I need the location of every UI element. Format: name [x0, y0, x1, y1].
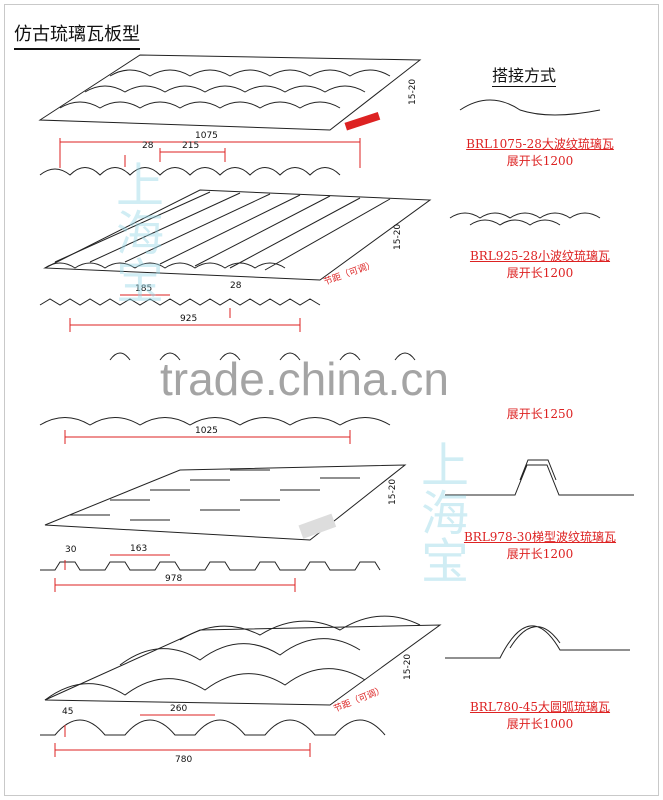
- dim-5-width: 780: [175, 755, 192, 765]
- watermark-cn-1: 上海宝: [107, 160, 163, 304]
- profile-name: BRL925-28小波纹琉璃瓦: [469, 249, 611, 263]
- lap-profile-1: [459, 99, 601, 116]
- dim-5-note: 节距（可调）: [332, 684, 386, 714]
- dim-4-overlap: 15-20: [388, 479, 398, 505]
- profile-label-1: BRL1075-28大波纹琉璃瓦展开长1200: [440, 135, 640, 169]
- dim-5-pitch: 260: [170, 704, 187, 714]
- dim-4-width: 978: [165, 574, 182, 584]
- dim-3-width: 1025: [195, 426, 218, 436]
- roof-drawing-4: [44, 464, 407, 541]
- dim-2-height: 28: [230, 281, 242, 291]
- roof-drawing-1: [38, 54, 422, 131]
- profile-label-2: BRL925-28小波纹琉璃瓦展开长1200: [440, 247, 640, 281]
- dim-2-pitch: 185: [135, 284, 152, 294]
- unfold-length: 展开长1000: [506, 717, 574, 731]
- profile-label-5: BRL780-45大圆弧琉璃瓦展开长1000: [440, 698, 640, 732]
- profile-name: BRL780-45大圆弧琉璃瓦: [469, 700, 611, 714]
- unfold-length: 展开长1250: [506, 407, 574, 421]
- unfold-length: 展开长1200: [506, 547, 574, 561]
- dim-5-height: 45: [62, 707, 73, 717]
- dim-5-overlap: 15-20: [403, 654, 413, 680]
- profile-1: [39, 167, 341, 176]
- page-title: 仿古琉璃瓦板型: [14, 20, 140, 50]
- profile-name: BRL978-30梯型波纹琉璃瓦: [463, 530, 617, 544]
- roof-drawing-5: [44, 615, 442, 706]
- watermark: trade.china.cn: [160, 353, 449, 405]
- dim-2-width: 925: [180, 314, 197, 324]
- dim-1-overlap: 15-20: [408, 79, 418, 105]
- profile-2: [39, 298, 321, 306]
- profile-name: BRL1075-28大波纹琉璃瓦: [466, 137, 614, 151]
- lap-profile-4: [445, 459, 634, 496]
- dim-1-pitch: 215: [182, 141, 199, 151]
- watermark-cn-2: 上海宝: [412, 440, 468, 584]
- profile-3: [39, 417, 391, 426]
- profile-4: [40, 561, 381, 571]
- dim-1-width: 1075: [195, 131, 218, 141]
- dim-4-pitch: 163: [130, 544, 147, 554]
- dim-4-height: 30: [65, 545, 77, 555]
- roof-drawing-2: [43, 189, 432, 281]
- lap-profile-5: [445, 625, 630, 659]
- unfold-length: 展开长1200: [506, 266, 574, 280]
- roof-drawing-3: [109, 352, 416, 361]
- profile-label-3: 展开长1250: [440, 405, 640, 422]
- dim-2-overlap: 15-20: [393, 224, 403, 250]
- dim-1-height: 28: [142, 141, 154, 151]
- profile-5: [40, 719, 386, 736]
- dim-2-note: 节距（可调）: [322, 259, 377, 288]
- lap-profile-2: [449, 212, 601, 226]
- lap-method-title: 搭接方式: [492, 62, 557, 87]
- unfold-length: 展开长1200: [506, 154, 574, 168]
- profile-label-4: BRL978-30梯型波纹琉璃瓦展开长1200: [440, 528, 640, 562]
- border-frame: [4, 4, 659, 796]
